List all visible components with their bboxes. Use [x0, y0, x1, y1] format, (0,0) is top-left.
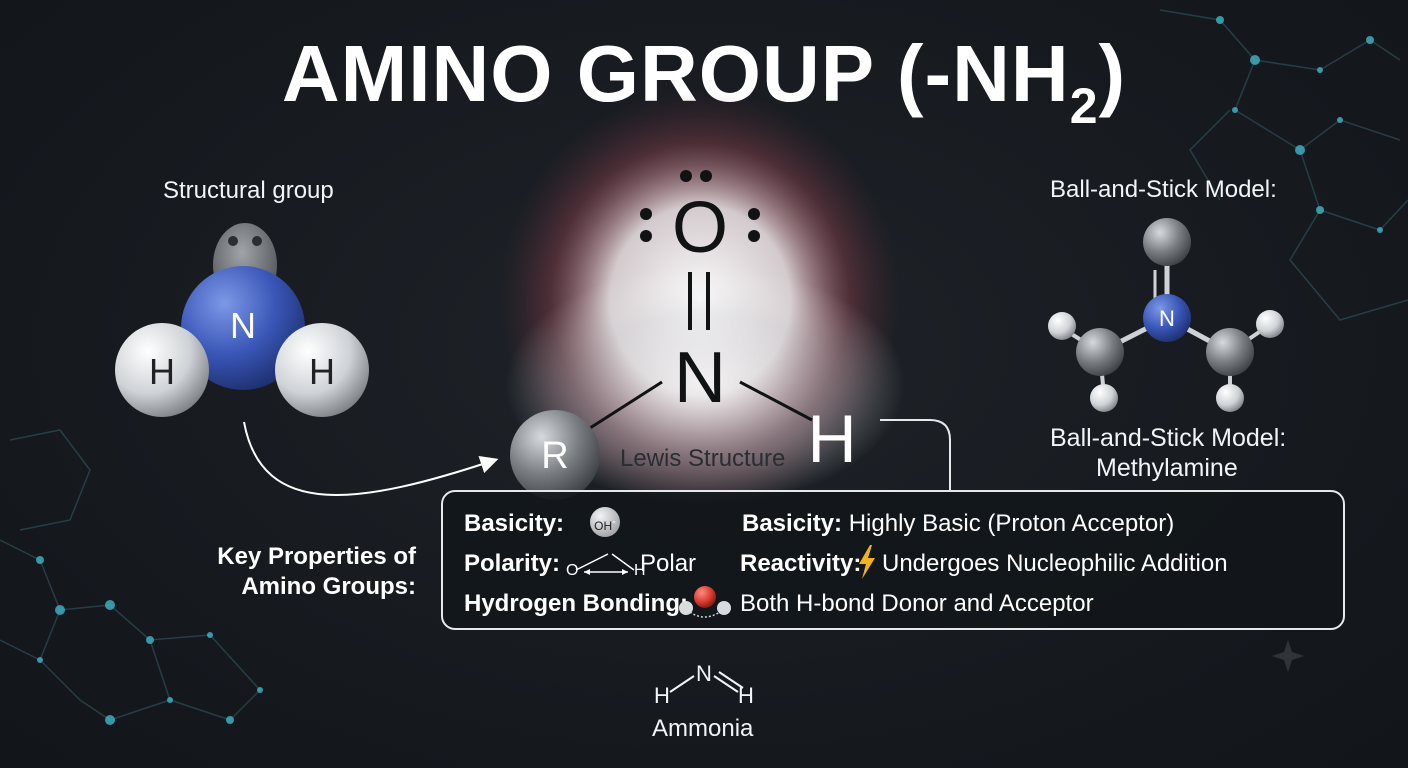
- hydrogen-atom-left: [115, 323, 209, 417]
- reactivity-value: Undergoes Nucleophilic Addition: [882, 550, 1228, 577]
- nitrogen-atom-methylamine: [1143, 294, 1191, 342]
- key-properties-heading: Key Properties of Amino Groups:: [210, 542, 416, 602]
- hydrogen-label-left: H: [149, 351, 175, 392]
- ammonia-h-left: H: [654, 683, 670, 708]
- lewis-oxygen: O: [672, 188, 728, 268]
- hydrogen-atom-right: [275, 323, 369, 417]
- key-properties-line2: Amino Groups:: [241, 573, 416, 600]
- polarity-value: Polar: [640, 550, 697, 577]
- basicity-label: Basicity:: [464, 510, 565, 537]
- polarity-arrows-icon: O H: [566, 550, 650, 582]
- basicity-description: Basicity: Highly Basic (Proton Acceptor): [742, 510, 1175, 537]
- connector-arrow: [243, 421, 499, 496]
- reactivity-label: Reactivity:: [740, 550, 862, 577]
- lewis-hydrogen: H: [807, 401, 856, 477]
- polarity-o: O: [566, 562, 579, 579]
- ammonia-h-right: H: [738, 683, 754, 708]
- ammonia-structure: N H H: [654, 661, 754, 708]
- key-properties-line1: Key Properties of: [217, 543, 416, 570]
- ammonia-label: Ammonia: [652, 715, 754, 742]
- nitrogen-label: N: [230, 305, 256, 346]
- lewis-structure: O N H R: [510, 170, 951, 500]
- methylamine-label: Methylamine: [1096, 454, 1238, 482]
- polarity-h: H: [634, 562, 646, 579]
- methylamine-ball-stick: N: [1048, 218, 1284, 412]
- structural-group-molecule: N H H: [115, 223, 369, 417]
- hydrogen-bonding-label: Hydrogen Bonding:: [464, 590, 688, 617]
- polarity-label: Polarity:: [464, 550, 561, 577]
- water-molecule-icon: [679, 586, 731, 618]
- ball-stick-label-top: Ball-and-Stick Model:: [1050, 176, 1277, 203]
- hydroxide-icon: OH-: [590, 507, 620, 537]
- carbon-atom-left: [1076, 328, 1124, 376]
- lewis-r-group-ball: [510, 410, 600, 500]
- structural-group-label: Structural group: [163, 177, 334, 204]
- methylamine-n-label: N: [1159, 306, 1175, 331]
- lightning-icon: [859, 545, 875, 579]
- ball-stick-label-bottom: Ball-and-Stick Model:: [1050, 424, 1287, 452]
- nitrogen-atom: [181, 266, 305, 390]
- hydrogen-label-right: H: [309, 351, 335, 392]
- carbon-atom-top: [1143, 218, 1191, 266]
- hydrogen-bonding-value: Both H-bond Donor and Acceptor: [740, 590, 1094, 617]
- lewis-nitrogen: N: [674, 338, 726, 418]
- ammonia-n: N: [696, 661, 712, 686]
- lewis-r-label: R: [541, 435, 568, 477]
- carbon-atom-right: [1206, 328, 1254, 376]
- lewis-structure-label: Lewis Structure: [620, 445, 786, 472]
